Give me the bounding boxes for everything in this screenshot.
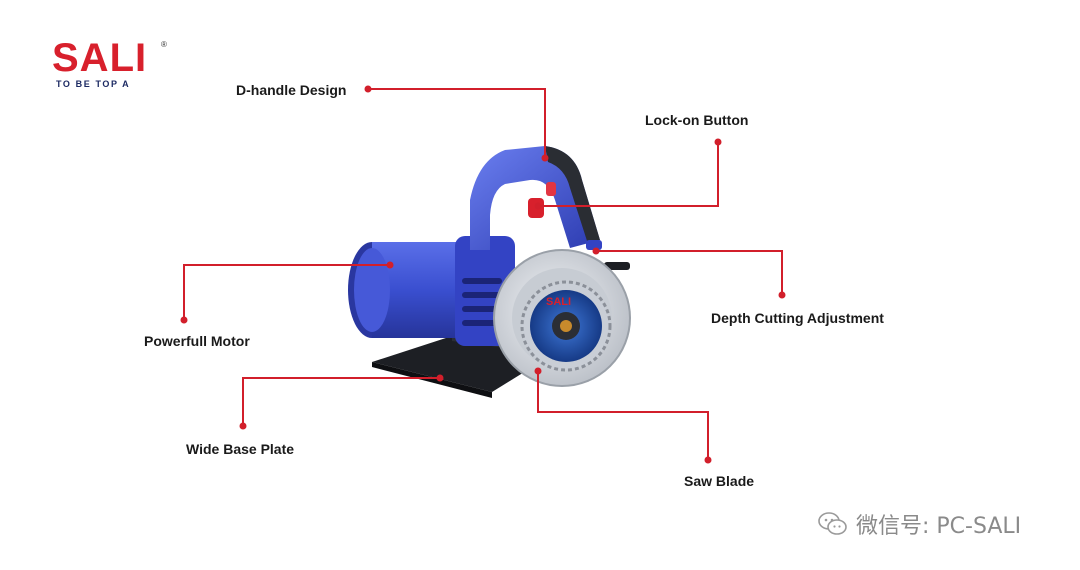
leader-lines [183, 88, 783, 460]
logo-registered-mark: ® [161, 40, 167, 49]
leader-lock-on [538, 142, 719, 207]
leader-base [242, 377, 440, 426]
logo-tagline: TO BE TOP A [56, 79, 131, 89]
callout-label-d-handle: D-handle Design [236, 82, 347, 98]
dot-lock-on-part [534, 202, 542, 210]
lock-on-button-illustration [528, 182, 556, 218]
leader-dots [180, 85, 786, 464]
dot-d-handle-label [364, 85, 372, 93]
callout-label-blade: Saw Blade [684, 473, 755, 489]
callout-label-depth: Depth Cutting Adjustment [711, 310, 884, 326]
depth-adjustment-lever [586, 240, 630, 270]
dot-lock-on-label [714, 138, 722, 146]
callout-label-motor: Powerfull Motor [144, 333, 250, 349]
callout-label-lock-on: Lock-on Button [645, 112, 749, 128]
brand-logo: SALI [52, 38, 147, 78]
svg-text:SALI: SALI [546, 296, 571, 308]
leader-motor [183, 264, 390, 320]
dot-motor-label [180, 316, 188, 324]
d-handle [470, 146, 600, 250]
dot-base-label [239, 422, 247, 430]
dot-depth-part [592, 247, 600, 255]
watermark-text: 微信号: PC-SALI [856, 514, 1022, 539]
dot-depth-label [778, 291, 786, 299]
motor-housing [348, 236, 515, 346]
logo-wordmark: SALI [52, 36, 148, 80]
dot-motor-part [386, 261, 394, 269]
dot-base-part [436, 374, 444, 382]
leader-blade [537, 371, 709, 460]
dot-d-handle-part [541, 154, 549, 162]
dot-blade-part [534, 367, 542, 375]
callout-label-base: Wide Base Plate [186, 441, 295, 457]
saw-blade-illustration: SALI [520, 280, 612, 372]
watermark: 微信号: PC-SALI [818, 508, 1021, 540]
leader-depth [596, 250, 783, 295]
leader-d-handle [368, 88, 546, 158]
wechat-icon [818, 512, 847, 535]
dot-blade-label [704, 456, 712, 464]
